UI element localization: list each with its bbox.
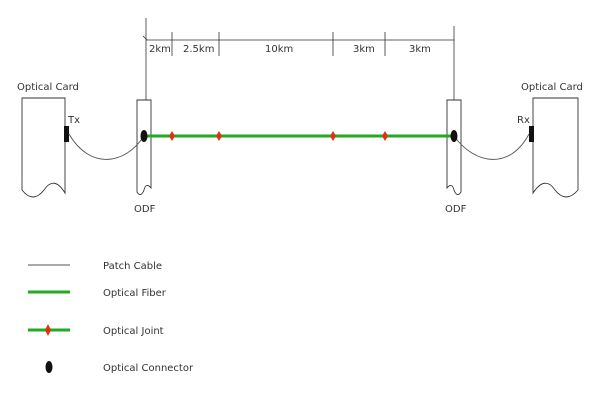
right-odf-label: ODF (445, 204, 467, 215)
scale-start-mark (142, 35, 148, 41)
right-optical-card (532, 97, 579, 198)
optical-connector-marker (140, 130, 148, 142)
distance-scale (142, 18, 455, 100)
segment-label: 2km (149, 44, 171, 55)
left-odf (136, 99, 152, 195)
legend: Patch Cable Optical Fiber Optical Joint … (28, 261, 194, 374)
optical-joint-marker (216, 131, 222, 141)
legend-optical-connector-swatch (45, 361, 53, 373)
legend-patch-cable-label: Patch Cable (103, 261, 162, 272)
right-odf (446, 99, 462, 195)
optical-connector-marker (450, 130, 458, 142)
legend-optical-fiber-label: Optical Fiber (103, 288, 167, 299)
rx-port (529, 126, 534, 142)
optical-joint-marker (382, 131, 388, 141)
left-patch-cable (68, 133, 145, 160)
optical-joint-marker (169, 131, 175, 141)
left-card-title: Optical Card (17, 82, 79, 93)
legend-optical-connector-label: Optical Connector (103, 363, 194, 374)
tx-port-label: Tx (67, 115, 80, 126)
rx-port-label: Rx (517, 115, 530, 126)
segment-label: 10km (265, 44, 293, 55)
left-optical-card (21, 97, 66, 198)
tx-port (64, 126, 69, 142)
segment-label: 2.5km (183, 44, 214, 55)
legend-optical-joint-label: Optical Joint (103, 326, 164, 337)
left-odf-label: ODF (134, 204, 156, 215)
legend-optical-joint-marker (45, 324, 51, 336)
optical-joint-marker (330, 131, 336, 141)
segment-label: 3km (409, 44, 431, 55)
right-card-title: Optical Card (521, 82, 583, 93)
right-patch-cable (453, 133, 530, 160)
segment-label: 3km (353, 44, 375, 55)
